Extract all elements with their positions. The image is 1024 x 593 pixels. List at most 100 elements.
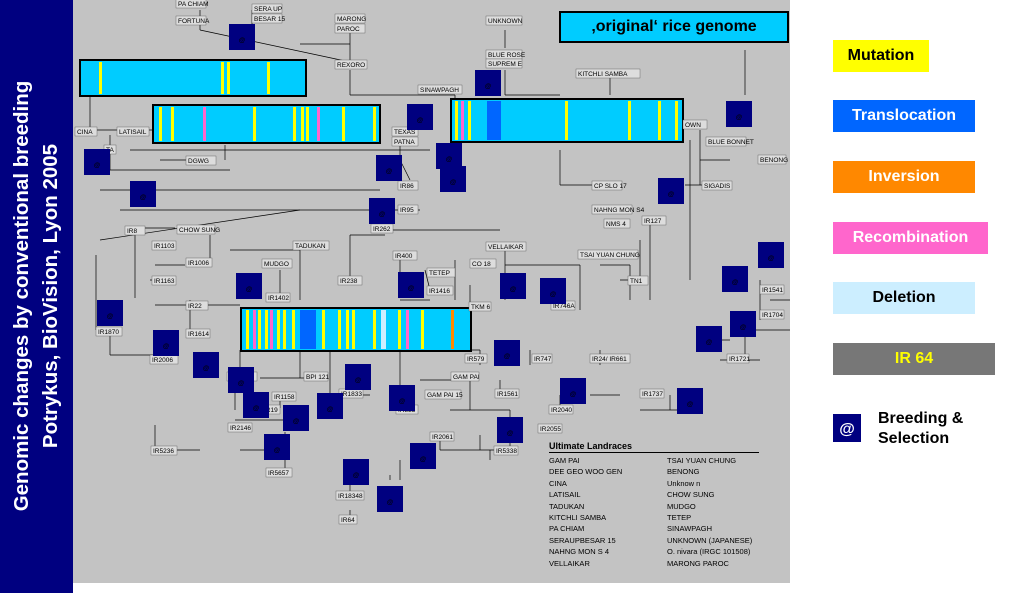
genome-segment: [338, 310, 341, 349]
legend-recombination: Recombination: [833, 222, 988, 254]
genome-segment: [270, 310, 273, 349]
at-sign-icon: @: [243, 392, 269, 418]
at-sign-glyph: @: [740, 324, 746, 331]
variety-node-box: [485, 241, 527, 252]
genome-segment: [317, 107, 320, 141]
connector-line: [199, 29, 351, 63]
variety-node-label: SINAWPAGH: [420, 87, 459, 94]
legend-mutation: Mutation: [833, 40, 929, 72]
genome-segment: [373, 107, 376, 141]
variety-node-box: [185, 257, 213, 268]
variety-node-label: IR127: [644, 218, 662, 225]
genome-segment: [306, 107, 309, 141]
variety-node-label: SUPREM E: [488, 61, 523, 68]
at-sign-icon: @: [540, 278, 566, 304]
variety-node-label: IR1833: [341, 391, 362, 398]
genome-segment: [342, 107, 345, 141]
genome-segment: [322, 310, 325, 349]
variety-node-box: [757, 154, 787, 165]
landrace-name: MUDGO: [667, 501, 696, 511]
variety-node-label: IR18348: [338, 493, 363, 500]
genome-segment: [468, 101, 471, 140]
at-sign-icon: @: [494, 340, 520, 366]
at-sign-icon: @: [497, 417, 523, 443]
variety-node-box: [575, 68, 641, 79]
at-sign-icon: @: [758, 242, 784, 268]
variety-node-label: PA CHIAM: [178, 1, 209, 8]
at-sign-icon: @: [677, 388, 703, 414]
at-sign-icon: @: [283, 405, 309, 431]
variety-node-box: [759, 309, 785, 320]
at-sign-glyph: @: [94, 162, 100, 169]
at-sign-glyph: @: [246, 286, 252, 293]
variety-node-box: [335, 490, 365, 501]
variety-node-label: IR579: [467, 356, 485, 363]
genome-segment: [267, 62, 270, 94]
landrace-name: SERAUPBESAR 15: [549, 535, 616, 545]
at-sign-glyph: @: [408, 285, 414, 292]
landrace-name: TSAI YUAN CHUNG: [667, 456, 737, 465]
variety-node-label: IR22: [188, 303, 202, 310]
at-sign-glyph: @: [239, 37, 245, 44]
at-sign-glyph: @: [238, 380, 244, 387]
variety-node-box: [591, 204, 633, 215]
at-sign-glyph: @: [839, 421, 855, 438]
genome-segment: [277, 310, 280, 349]
variety-node-label: IR746A: [553, 303, 575, 310]
at-sign-icon: @: [696, 326, 722, 352]
genome-segment: [658, 101, 661, 140]
legend-deletion-label: Deletion: [872, 289, 936, 306]
at-sign-glyph: @: [293, 418, 299, 425]
at-sign-glyph: @: [353, 472, 359, 479]
variety-node-label: TETEP: [429, 270, 450, 277]
variety-node-label: BLUE ROSE: [488, 52, 526, 59]
variety-node-box: [334, 13, 366, 24]
genome-segment: [628, 101, 631, 140]
variety-node-box: [116, 126, 150, 137]
variety-node-box: [641, 215, 667, 226]
genome-segment: [171, 107, 174, 141]
variety-node-label: IR1416: [429, 288, 450, 295]
variety-node-label: PAROC: [337, 26, 360, 33]
variety-node-label: IR1163: [154, 278, 175, 285]
variety-node-box: [251, 3, 283, 14]
original-genome-label: ‚original‘ rice genome: [559, 11, 789, 43]
at-sign-icon: @: [130, 181, 156, 207]
variety-node-box: [705, 136, 747, 147]
genome-segment: [300, 310, 316, 349]
variety-node-label: IR747: [534, 356, 552, 363]
genome-segment: [398, 310, 401, 349]
variety-node-box: [627, 275, 649, 286]
at-sign-icon: @: [153, 330, 179, 356]
genome-segment: [221, 62, 224, 94]
landrace-name: NAHNG MON S 4: [549, 547, 610, 557]
at-sign-icon: @: [376, 155, 402, 181]
variety-node-box: [603, 218, 631, 229]
variety-node-box: [265, 292, 291, 303]
variety-node-box: [548, 404, 574, 415]
variety-node-label: PATNA: [394, 139, 415, 146]
at-sign-icon: @: [658, 178, 684, 204]
variety-node-box: [424, 389, 462, 400]
at-sign-glyph: @: [387, 499, 393, 506]
variety-node-box: [701, 180, 733, 191]
at-sign-icon: @: [369, 198, 395, 224]
variety-node-box: [337, 275, 363, 286]
at-sign-icon: @: [228, 367, 254, 393]
variety-node-box: [450, 371, 480, 382]
variety-node-label: IR1737: [642, 391, 663, 398]
landraces-title: Ultimate Landraces: [549, 441, 759, 453]
variety-node-label: BLUE BONNET: [708, 139, 754, 146]
genome-bar: [240, 307, 472, 352]
at-sign-glyph: @: [327, 406, 333, 413]
variety-node-label: TN1: [630, 278, 643, 285]
at-sign-icon: @: [730, 311, 756, 337]
legend-inversion: Inversion: [833, 161, 975, 193]
variety-node-label: GAM PAI: [453, 374, 480, 381]
variety-node-box: [271, 391, 297, 402]
variety-node-label: IR19: [264, 407, 278, 414]
variety-node-label: IR5338: [496, 448, 517, 455]
at-sign-glyph: @: [417, 117, 423, 124]
at-sign-glyph: @: [736, 114, 742, 121]
